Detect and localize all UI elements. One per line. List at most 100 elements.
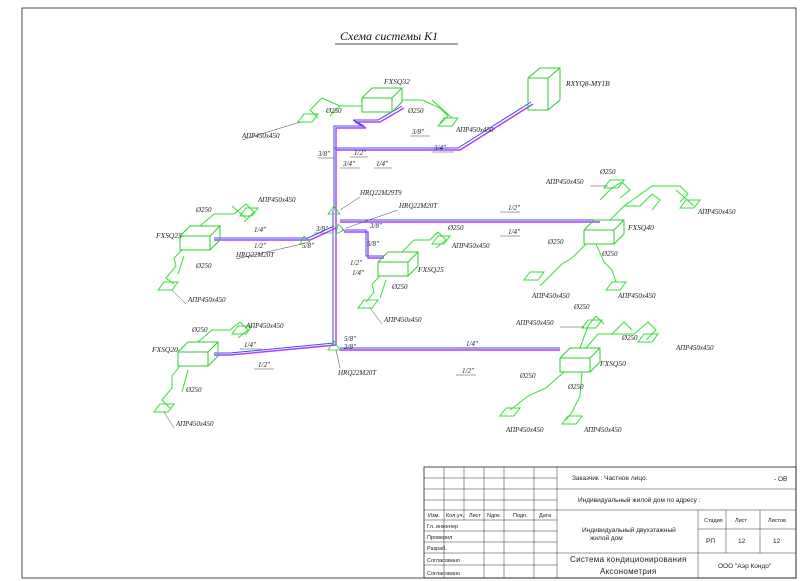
diagram-title: Схема системы К1 xyxy=(340,29,438,43)
grille-label: АПР450х450 xyxy=(241,132,280,140)
stamp-col-change: Изм. xyxy=(428,513,440,519)
pipe-size-label: 3/8" xyxy=(369,222,382,230)
outdoor-unit-rxyq8[interactable] xyxy=(527,67,561,111)
grille-label: АПР450х450 xyxy=(451,242,490,250)
diameter-label: Ø250 xyxy=(447,224,464,232)
pipe-size-label: 1/4" xyxy=(254,226,266,234)
diameter-label: Ø250 xyxy=(573,303,590,311)
stamp-system-line1: Система кондиционирования xyxy=(570,555,687,564)
diameter-label: Ø250 xyxy=(195,206,212,214)
pipe-size-label: 1/2" xyxy=(462,367,474,375)
pipe-size-label: 3/8" xyxy=(317,150,330,158)
stamp-object-line1: Индивидуальный двухэтажный xyxy=(582,526,676,534)
diameter-label: Ø250 xyxy=(601,250,618,258)
refnet-label: HRQ22M29T9 xyxy=(359,189,402,197)
refnet-joints xyxy=(299,205,345,351)
diameter-label: Ø250 xyxy=(621,334,638,342)
pipe-size-label: 1/4" xyxy=(508,228,520,236)
fxsq50-label: FXSQ50 xyxy=(599,359,626,368)
pipe-size-label: 1/2" xyxy=(258,361,270,369)
stamp-sheets: 12 xyxy=(773,538,781,545)
stamp-role-agree1: Согласовано xyxy=(427,558,460,564)
grille-label: АПР450х450 xyxy=(617,292,656,300)
indoor-unit-fxsq50[interactable] xyxy=(499,315,659,425)
diameter-label: Ø250 xyxy=(191,326,208,334)
grille-label: АПР450х450 xyxy=(455,126,494,134)
pipe-size-label: 1/4" xyxy=(466,340,478,348)
stamp-role-dev: Разраб. xyxy=(427,546,447,552)
stamp-role-check: Проверил xyxy=(427,535,452,541)
indoor-unit-fxsq32[interactable] xyxy=(297,87,459,127)
fxsq25-left-label: FXSQ25 xyxy=(155,231,182,240)
stamp-system-line2: Аксонометрия xyxy=(600,567,657,576)
pipe-size-label: 1/2" xyxy=(508,204,520,212)
grille-label: АПР450х450 xyxy=(515,319,554,327)
indoor-unit-fxsq20[interactable] xyxy=(153,321,253,413)
stamp-col-date: Дата xyxy=(539,513,552,519)
grille-label: АПР450х450 xyxy=(175,420,214,428)
pipe-size-label: 5/8" xyxy=(344,335,356,343)
fxsq40-label: FXSQ40 xyxy=(627,223,654,232)
diameter-label: Ø250 xyxy=(547,238,564,246)
refnet-label: HRQ22M20T xyxy=(235,251,275,259)
pipe-size-label: 3/4" xyxy=(342,160,355,168)
stamp-project: Индивидуальный жилой дом по адресу : xyxy=(578,496,701,504)
indoor-unit-fxsq25-left[interactable] xyxy=(157,203,259,291)
stamp-col-sheet: Лист xyxy=(469,513,481,519)
stamp-role-agree2: Согласовано xyxy=(427,571,460,577)
stamp-sheets-header: Листов xyxy=(768,518,786,524)
grille-label: АПР450х450 xyxy=(505,426,544,434)
pipe-size-label: 3/8" xyxy=(411,128,424,136)
grille-label: АПР450х450 xyxy=(545,178,584,186)
stamp-stage: РП xyxy=(706,538,715,545)
stamp-sheet: 12 xyxy=(738,538,746,545)
indoor-unit-fxsq40[interactable] xyxy=(523,179,701,291)
title-block xyxy=(423,466,797,579)
pipe-size-label: 1/2" xyxy=(350,259,362,267)
grille-label: АПР450х450 xyxy=(187,296,226,304)
pipe-size-label: 3/4" xyxy=(433,144,446,152)
refnet-label: HRQ22M20T xyxy=(337,369,377,377)
diameter-label: Ø250 xyxy=(185,386,202,394)
grille-label: АПР450х450 xyxy=(383,316,422,324)
pipe-size-label: 1/4" xyxy=(244,341,256,349)
stamp-code: - ОВ xyxy=(774,476,787,483)
outdoor-unit-label: RXYQ8-MY1B xyxy=(565,79,610,88)
grille-label: АПР450х450 xyxy=(245,322,284,330)
pipe-size-label: 1/2" xyxy=(254,242,266,250)
grille-label: АПР450х450 xyxy=(675,344,714,352)
stamp-customer: Заказчик : Частное лицо. xyxy=(572,475,648,482)
refnet-label: HRQ22M20T xyxy=(398,202,438,210)
pipe-size-label: 3/8" xyxy=(343,343,356,351)
stamp-company: ООО "Аэр Кондо" xyxy=(718,563,772,570)
stamp-object-line2: жилой дом xyxy=(590,534,623,542)
pipe-size-label: 5/8" xyxy=(302,242,314,250)
fxsq25-center-label: FXSQ25 xyxy=(417,265,444,274)
fxsq20-label: FXSQ20 xyxy=(151,345,178,354)
diameter-label: Ø250 xyxy=(519,372,536,380)
pipe-size-label: 5/8" xyxy=(367,240,379,248)
diameter-label: Ø250 xyxy=(407,107,424,115)
stamp-col-sign: Подп. xyxy=(513,513,528,519)
grille-label: АПР450х450 xyxy=(583,426,622,434)
stamp-stage-header: Стадия xyxy=(704,518,723,524)
pipe-size-label: 1/4" xyxy=(376,160,388,168)
diameter-label: Ø250 xyxy=(195,262,212,270)
pipe-size-label: 1/2" xyxy=(354,149,366,157)
stamp-role-chief: Гл. инженер xyxy=(427,524,458,530)
grille-label: АПР450х450 xyxy=(257,196,296,204)
diameter-label: Ø250 xyxy=(325,107,342,115)
grille-label: АПР450х450 xyxy=(531,292,570,300)
diameter-label: Ø250 xyxy=(599,168,616,176)
diameter-label: Ø250 xyxy=(391,283,408,291)
fxsq32-label: FXSQ32 xyxy=(383,77,410,86)
pipe-size-label: 1/4" xyxy=(352,269,364,277)
stamp-sheet-header: Лист xyxy=(735,518,747,524)
grille-label: АПР450х450 xyxy=(697,208,736,216)
stamp-col-doc: Nдок. xyxy=(487,513,502,519)
diameter-label: Ø250 xyxy=(567,383,584,391)
stamp-col-count: Кол.уч. xyxy=(446,513,464,519)
indoor-unit-fxsq25-center[interactable] xyxy=(357,231,451,309)
sheet-frame xyxy=(21,7,797,579)
